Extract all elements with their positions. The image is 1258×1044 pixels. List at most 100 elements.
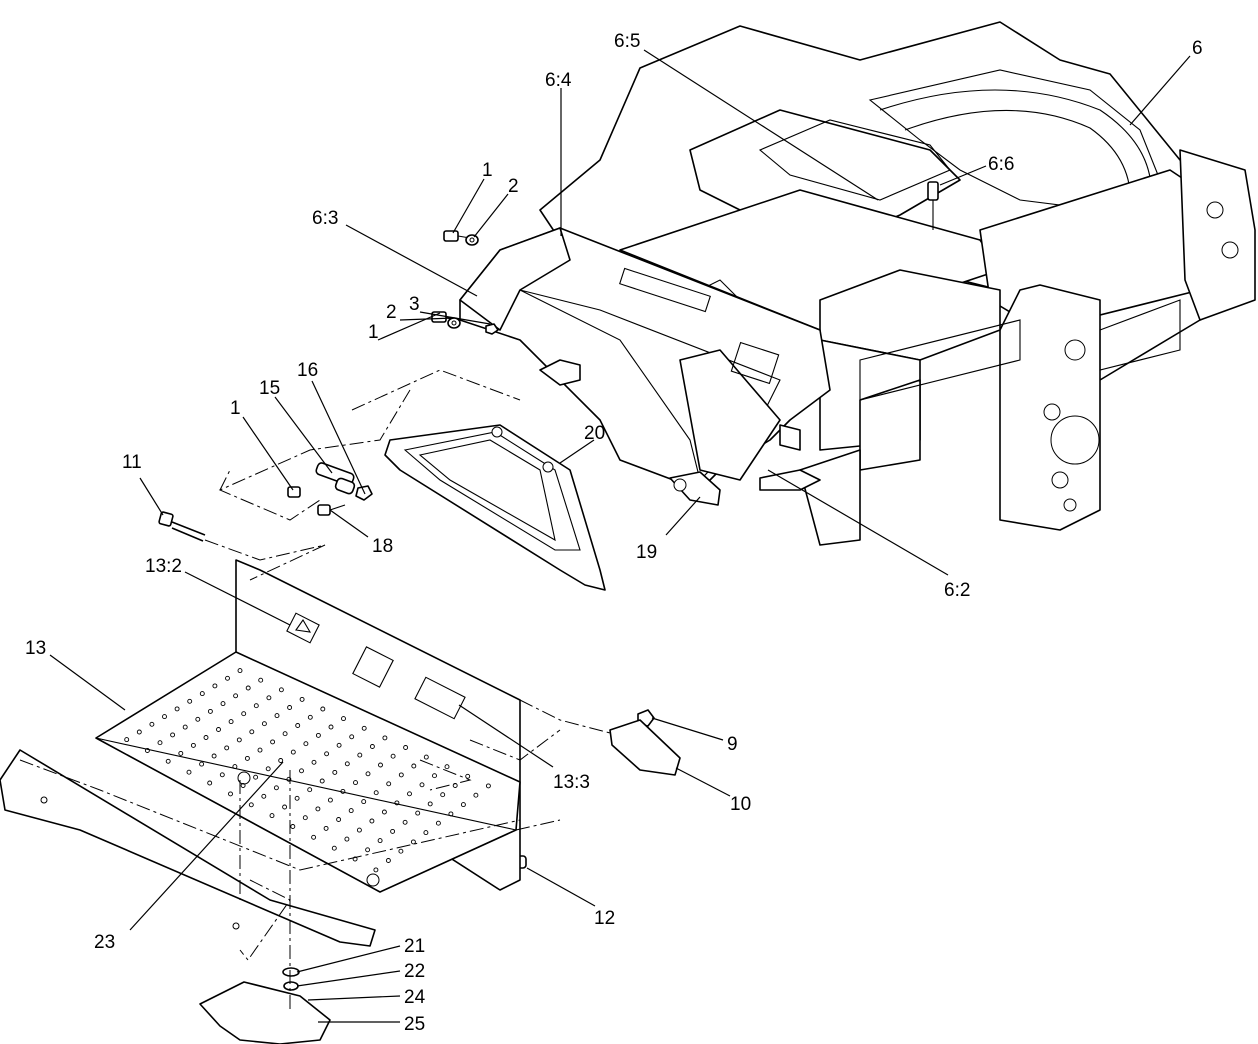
perforation-hole [385, 858, 391, 863]
perforation-hole [369, 818, 375, 824]
callout-1-top: 1 [482, 160, 493, 181]
cover-part-20 [384, 424, 606, 591]
perforation-hole [149, 721, 155, 727]
callout-25: 25 [404, 1014, 425, 1035]
perforation-hole [228, 791, 233, 797]
perforation-hole [344, 761, 350, 767]
perforation-hole [369, 744, 375, 749]
perforation-hole [187, 698, 193, 704]
perforation-hole [448, 811, 454, 817]
perforation-hole [237, 668, 243, 674]
perforation-hole [212, 683, 218, 689]
perforation-hole [299, 768, 304, 774]
callout-21: 21 [404, 936, 425, 957]
perforation-hole [244, 755, 250, 761]
perforation-hole [415, 810, 421, 816]
perforation-hole [473, 792, 479, 798]
perforation-hole [398, 848, 404, 854]
perforation-hole [186, 769, 192, 775]
perforation-hole [356, 827, 362, 833]
perforation-hole [423, 754, 429, 760]
perforation-hole [253, 774, 259, 780]
perforation-hole [319, 778, 325, 784]
perforation-hole [419, 782, 425, 788]
perforation-hole [340, 788, 346, 794]
perforation-hole [377, 838, 383, 844]
perforation-hole [220, 701, 226, 707]
perforation-hole [320, 706, 326, 712]
callout-6: 6 [1192, 38, 1203, 59]
perforation-hole [253, 703, 259, 709]
perforation-hole [361, 799, 367, 805]
perforation-hole [165, 758, 171, 764]
perforation-hole [485, 783, 491, 789]
perforation-hole [295, 723, 301, 728]
perforation-hole [390, 753, 396, 759]
perforation-hole [357, 752, 363, 758]
perforation-hole [257, 747, 263, 753]
perforation-hole [410, 839, 416, 845]
perforation-hole [144, 748, 150, 753]
plate-10-part [609, 719, 681, 776]
perforation-hole [315, 732, 321, 738]
perforation-hole [124, 737, 130, 743]
perforation-hole [294, 795, 300, 801]
front-cross-beam-part [459, 227, 831, 491]
callout-13: 13 [25, 638, 46, 659]
perforation-hole [349, 734, 355, 740]
perforation-hole [348, 808, 354, 814]
perforation-hole [261, 721, 267, 727]
perforation-hole [207, 780, 213, 786]
perforation-hole [278, 687, 284, 693]
perforation-hole [394, 800, 400, 806]
callout-18: 18 [372, 536, 393, 557]
perforation-hole [170, 732, 176, 738]
perforation-hole [361, 725, 367, 731]
hinge-15-part [315, 462, 356, 495]
perforation-hole [195, 716, 201, 722]
perforation-hole [327, 797, 333, 803]
floor-plate-perforations [124, 668, 491, 873]
perforation-hole [162, 714, 167, 720]
perforation-hole [232, 764, 238, 770]
perforation-hole [341, 716, 346, 722]
perforation-hole [258, 677, 264, 683]
bolt-18-part [317, 504, 346, 516]
perforation-hole [353, 780, 358, 786]
perforation-hole [407, 791, 412, 797]
perforation-hole [460, 802, 466, 808]
perforation-hole [381, 809, 387, 815]
callout-16: 16 [297, 360, 318, 381]
perforation-hole [266, 695, 272, 701]
perforation-hole [365, 847, 371, 853]
perforation-hole [398, 772, 404, 778]
perforation-hole [178, 750, 184, 756]
bracket-part-19 [669, 471, 721, 506]
perforation-hole [261, 793, 267, 799]
perforation-hole [287, 705, 293, 710]
perforation-hole [245, 685, 251, 691]
perforation-hole [207, 708, 213, 714]
perforation-hole [444, 764, 450, 770]
perforation-hole [269, 813, 275, 819]
perforation-hole [303, 741, 309, 747]
perforation-hole [332, 769, 338, 775]
perforation-hole [249, 729, 255, 735]
perforation-hole [174, 706, 180, 712]
long-bolt-11-part [158, 511, 206, 542]
perforation-hole [423, 830, 429, 836]
callout-1-low: 1 [230, 398, 241, 419]
callout-9: 9 [727, 734, 738, 755]
washer-21-part [282, 967, 300, 977]
callout-23: 23 [94, 932, 115, 953]
bolt-1-low-part [287, 486, 301, 498]
perforation-hole [203, 735, 209, 740]
bracket-part-24 [199, 981, 331, 1044]
perforation-hole [390, 828, 396, 834]
perforation-hole [465, 773, 471, 779]
perforation-hole [290, 749, 296, 755]
perforation-hole [323, 825, 329, 831]
perforation-hole [190, 742, 196, 748]
perforation-hole [241, 711, 247, 717]
